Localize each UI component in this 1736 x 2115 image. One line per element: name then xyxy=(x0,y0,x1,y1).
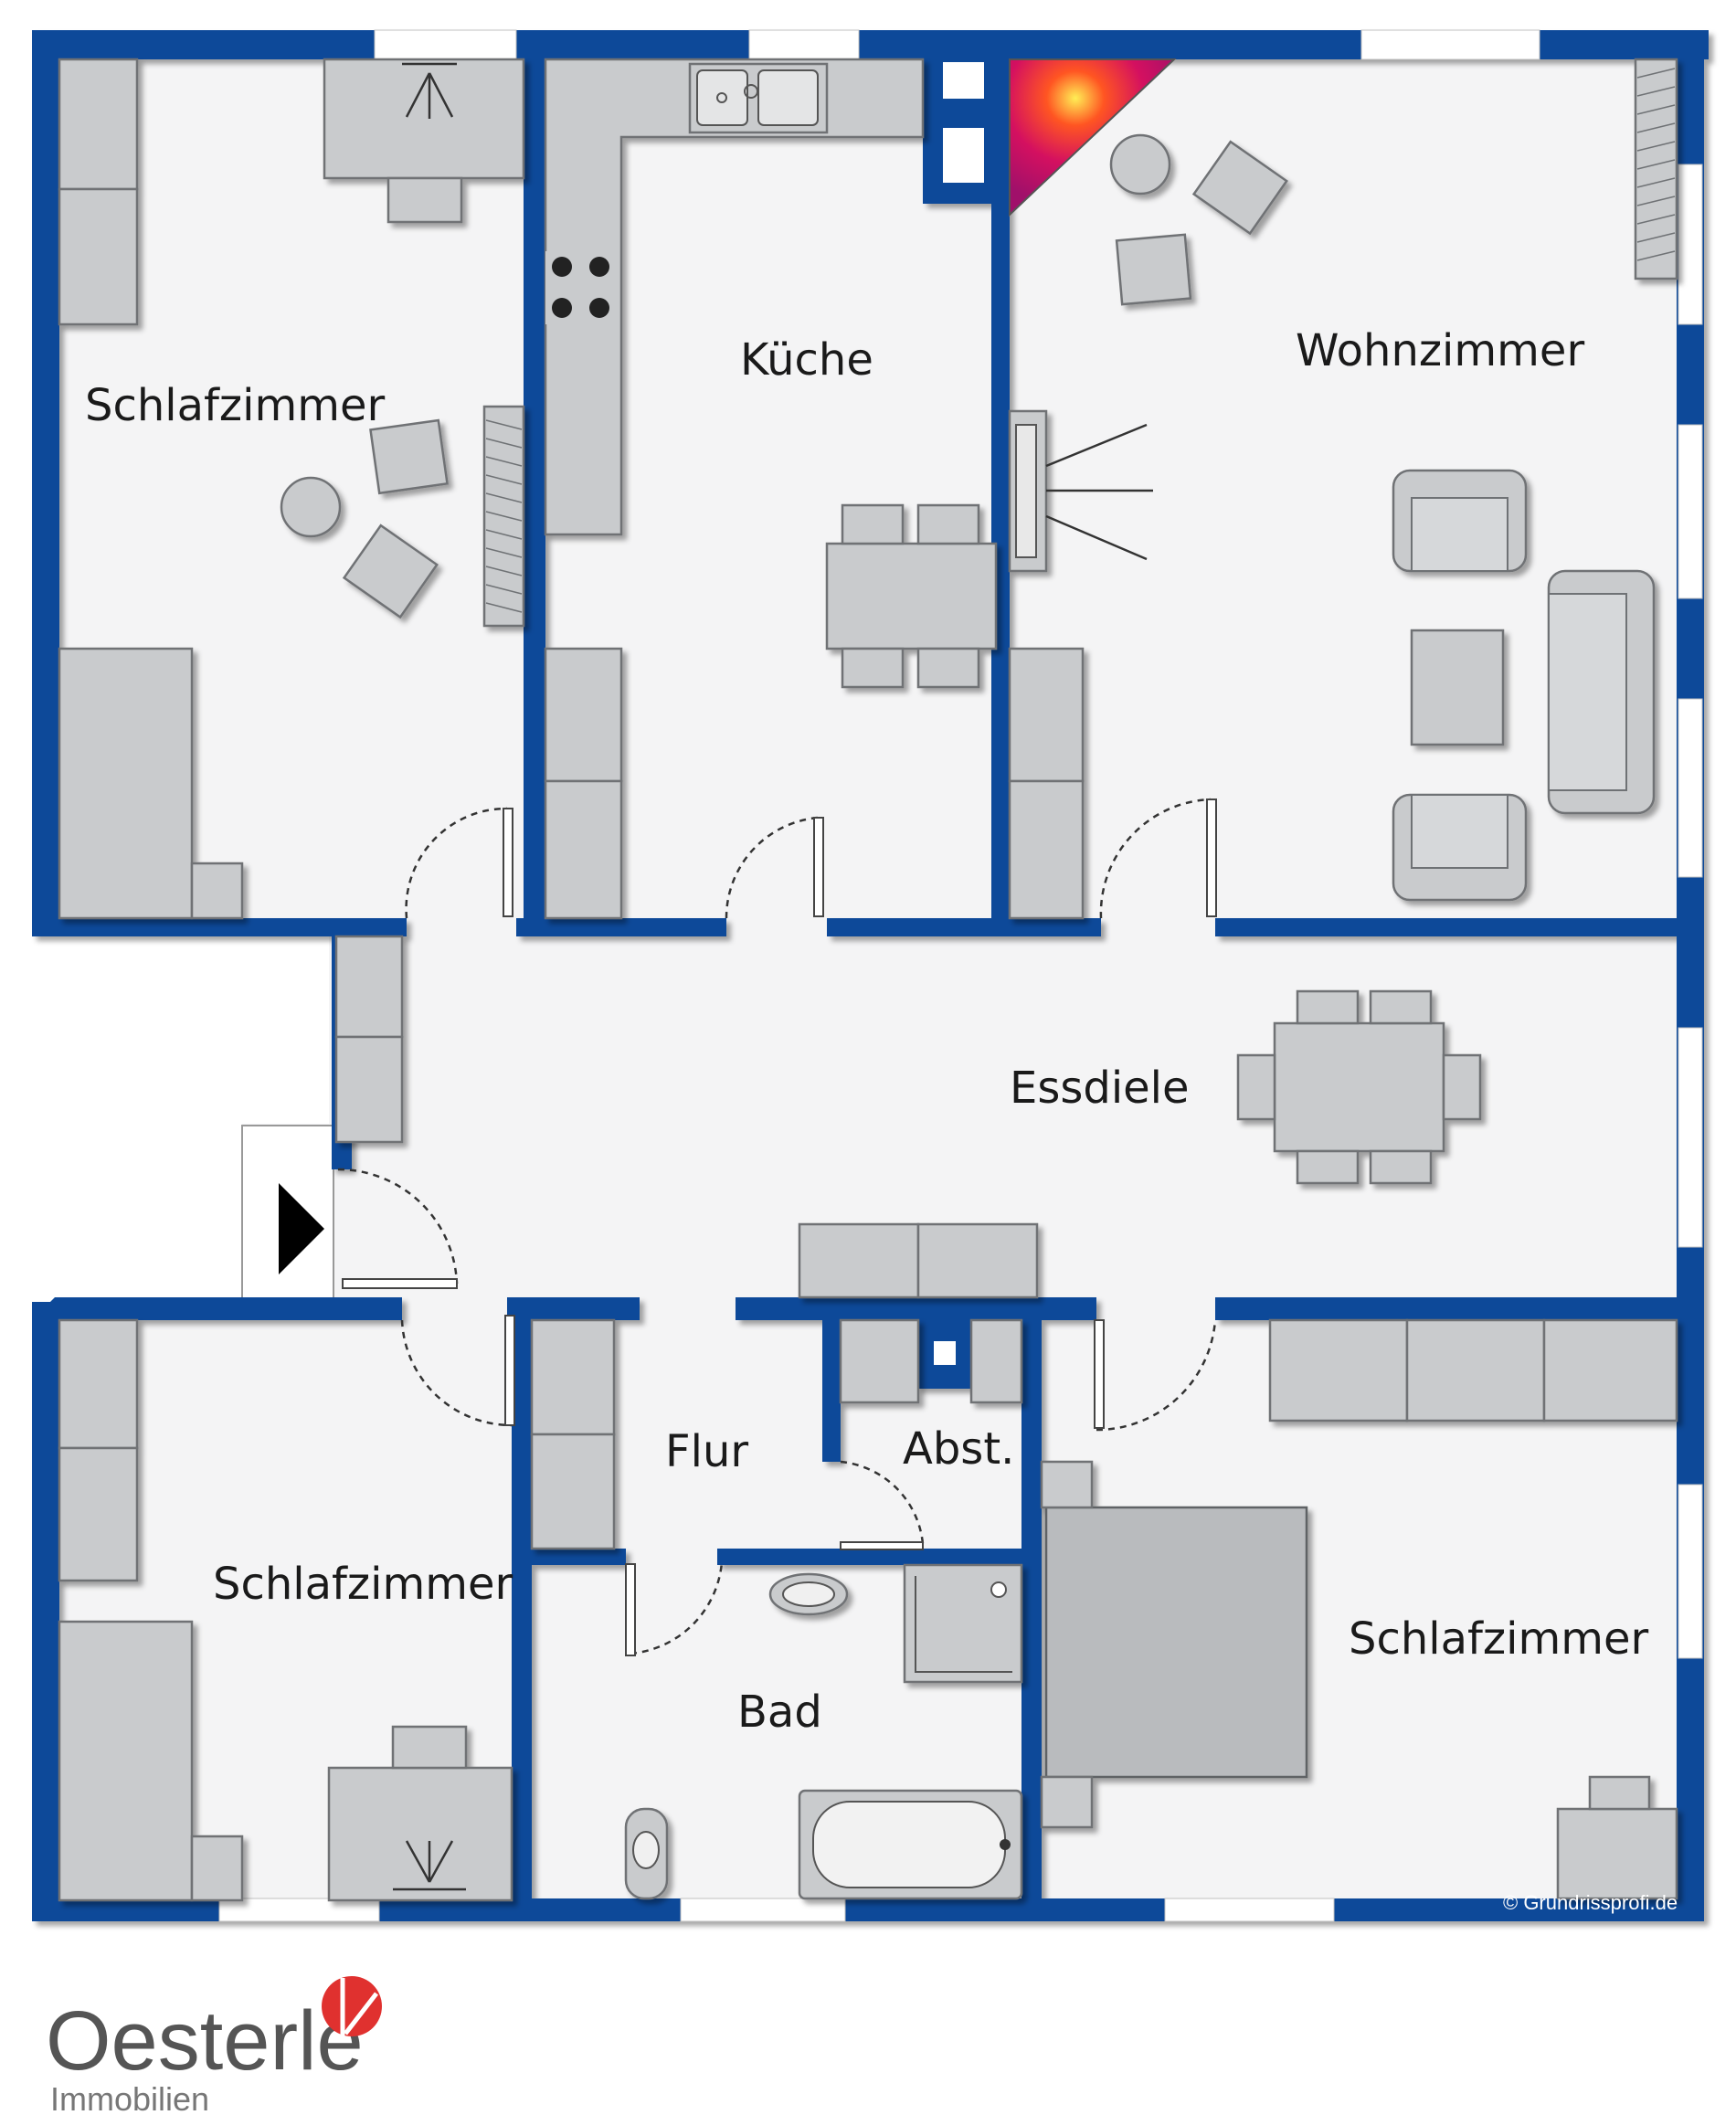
brand-subtitle: Immobilien xyxy=(50,2080,209,2115)
windows xyxy=(218,29,1703,1922)
fireplace-icon xyxy=(1009,58,1177,217)
furniture xyxy=(58,58,1678,1902)
room-label-schlafzimmer-nw: Schlafzimmer xyxy=(85,380,386,431)
doors xyxy=(337,798,1217,1656)
room-label-schlafzimmer-sw: Schlafzimmer xyxy=(213,1559,513,1610)
brand-logo-icon xyxy=(322,1976,382,2036)
shaft-flue xyxy=(934,1341,956,1365)
sink-icon xyxy=(696,69,819,126)
room-label-flur: Flur xyxy=(665,1426,748,1477)
stove-icon xyxy=(545,251,619,324)
room-label-essdiele: Essdiele xyxy=(1010,1063,1190,1114)
room-label-wohnzimmer: Wohnzimmer xyxy=(1296,325,1584,376)
furniture-details xyxy=(393,62,1676,1891)
walls xyxy=(32,30,1709,1921)
room-label-kueche: Küche xyxy=(740,334,873,386)
chimney-flue xyxy=(943,62,984,99)
entrance-arrow-icon xyxy=(279,1183,324,1274)
room-label-bad: Bad xyxy=(737,1687,822,1738)
copyright-text: © Grundrissprofi.de xyxy=(1503,1891,1678,1914)
brand-name: Oesterle xyxy=(46,1994,364,2088)
room-label-schlafzimmer-se: Schlafzimmer xyxy=(1349,1613,1649,1665)
chimney-flue xyxy=(943,128,984,183)
room-label-abst: Abst. xyxy=(903,1423,1014,1475)
